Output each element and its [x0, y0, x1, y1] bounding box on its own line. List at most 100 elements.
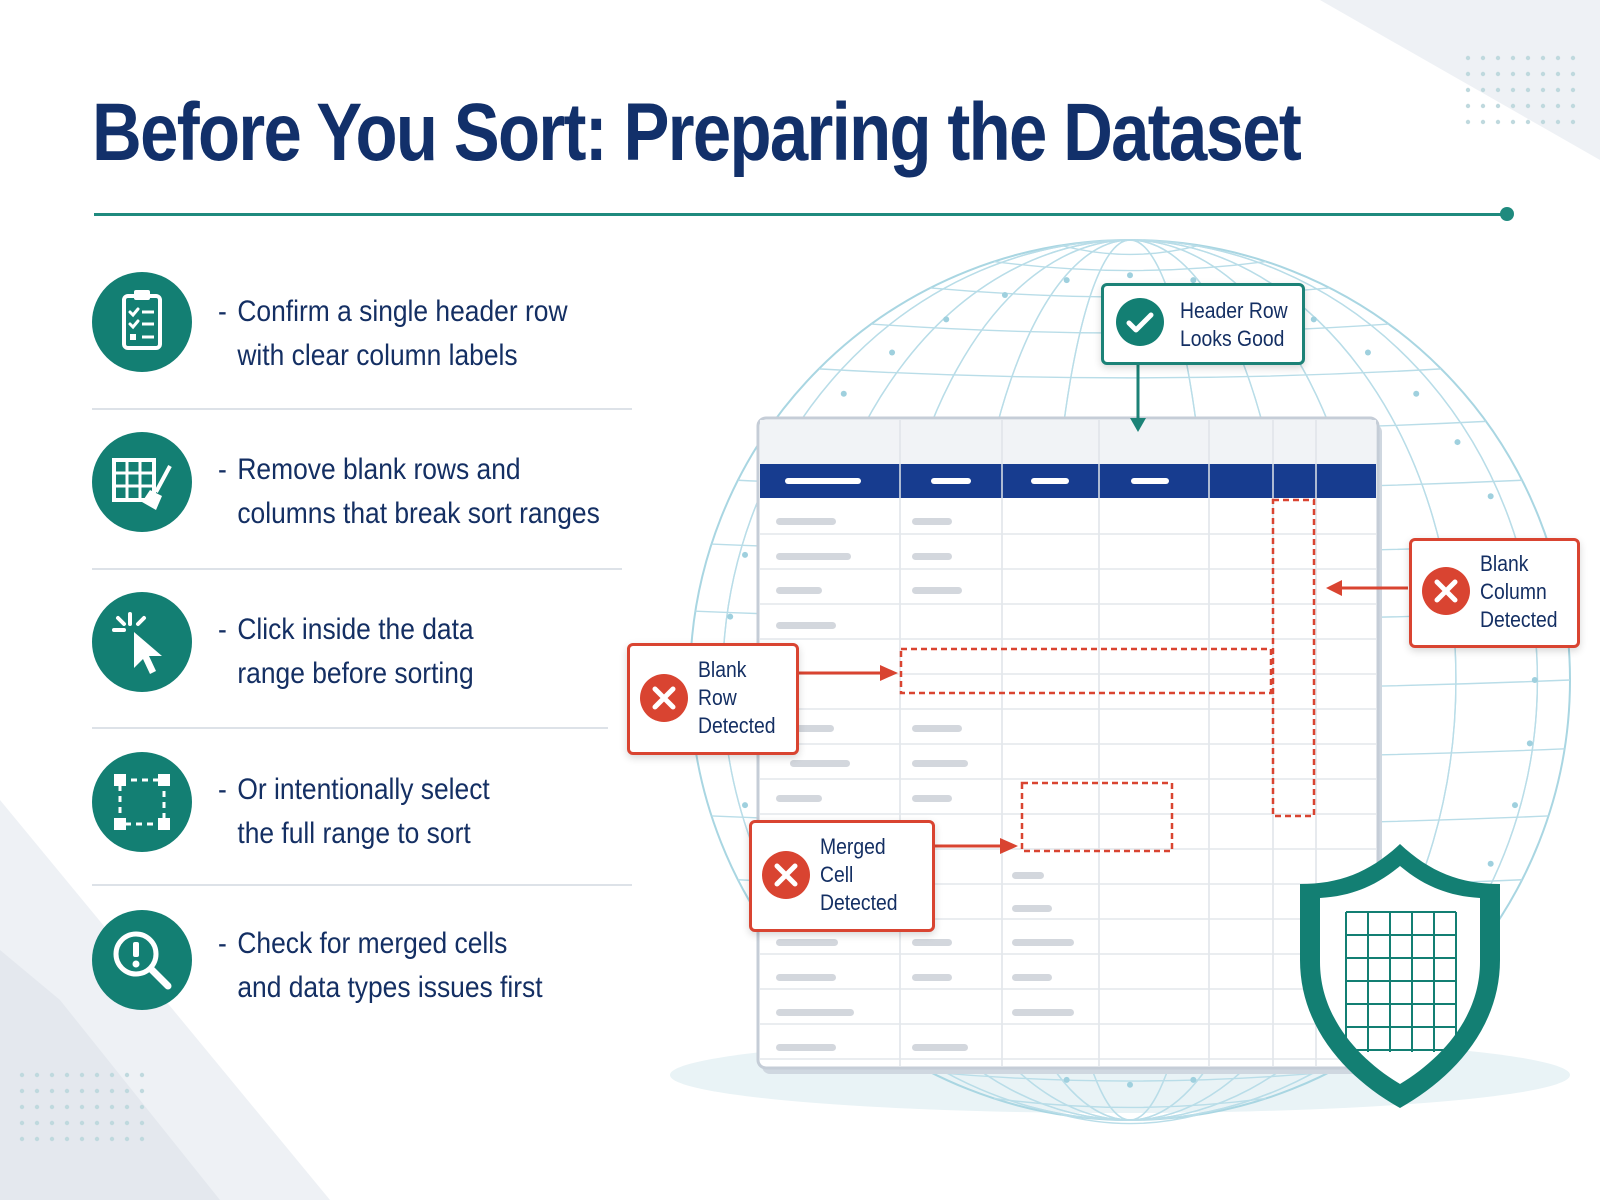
cell-placeholder [912, 760, 968, 767]
dot [49, 1104, 55, 1110]
dot [1510, 87, 1516, 93]
dot [19, 1120, 25, 1126]
dot [64, 1120, 70, 1126]
dot [1495, 103, 1501, 109]
dot [109, 1104, 115, 1110]
dot [1540, 71, 1546, 77]
cell-placeholder [1012, 939, 1074, 946]
step-4-line2: the full range to sort [237, 817, 471, 850]
dot [1525, 103, 1531, 109]
header-label-mark [1031, 478, 1069, 484]
callout-merged-cell: Merged Cell Detected [749, 820, 935, 932]
title-underline [94, 213, 1506, 216]
dot [1495, 119, 1501, 125]
step-divider [92, 727, 608, 729]
dot [64, 1136, 70, 1142]
dot [19, 1104, 25, 1110]
globe-node [727, 613, 734, 620]
header-label-mark [1131, 478, 1169, 484]
step-3-line1: Click inside the data [237, 613, 474, 646]
dot [64, 1088, 70, 1094]
callout-blank-column: Blank Column Detected [1409, 538, 1580, 648]
error-x-icon [762, 851, 810, 899]
corner-shape-top-right [1320, 0, 1600, 160]
dot [1540, 55, 1546, 61]
dot [64, 1072, 70, 1078]
dot [1465, 103, 1471, 109]
dot [1510, 119, 1516, 125]
callout-blank-row-line3: Detected [698, 713, 776, 738]
page-title: Before You Sort: Preparing the Dataset [92, 87, 1302, 178]
dot [1570, 119, 1576, 125]
cell-placeholder [776, 1044, 836, 1051]
dot [1465, 55, 1471, 61]
callout-merged-cell-line3: Detected [820, 890, 898, 915]
cell-placeholder [912, 939, 952, 946]
dot [124, 1104, 130, 1110]
spreadsheet-cell-text [776, 518, 1074, 1051]
callout-blank-column-line1: Blank [1480, 551, 1529, 576]
globe-node [1526, 740, 1533, 747]
dot [1510, 103, 1516, 109]
check-icon [1116, 298, 1164, 346]
step-1-line2: with clear column labels [237, 339, 518, 372]
cell-placeholder [912, 518, 952, 525]
globe-node [1063, 1076, 1070, 1083]
step-divider [92, 408, 632, 410]
dot [109, 1120, 115, 1126]
error-x-icon [1422, 567, 1470, 615]
header-label-mark [785, 478, 861, 484]
step-4-line1: Or intentionally select [237, 773, 490, 806]
step-3-text: -Click inside the data range before sort… [218, 613, 474, 690]
dot [34, 1072, 40, 1078]
cell-placeholder [912, 553, 952, 560]
dot [1540, 119, 1546, 125]
dot [94, 1072, 100, 1078]
dot [1570, 103, 1576, 109]
spreadsheet-top-band [760, 420, 1376, 464]
globe-node [889, 349, 896, 356]
globe-node [1310, 316, 1317, 323]
globe-node [1487, 493, 1494, 500]
dot [139, 1072, 145, 1078]
callout-blank-row: Blank Row Detected [627, 643, 799, 755]
globe-node [1063, 277, 1070, 284]
dot [49, 1120, 55, 1126]
dot [124, 1088, 130, 1094]
callout-blank-column-line2: Column [1480, 579, 1547, 604]
dot [1480, 55, 1486, 61]
globe-node [1531, 677, 1538, 683]
globe-node [1364, 349, 1371, 356]
dot [1465, 71, 1471, 77]
cell-placeholder [790, 725, 834, 732]
dot [1465, 119, 1471, 125]
callout-header-row-line1: Header Row [1180, 298, 1288, 323]
dot [139, 1088, 145, 1094]
dot [49, 1072, 55, 1078]
dot [1555, 71, 1561, 77]
step-1-text: -Confirm a single header row with clear … [218, 290, 588, 378]
dot [1555, 103, 1561, 109]
cell-placeholder [912, 587, 962, 594]
dot [79, 1120, 85, 1126]
globe-node [1001, 292, 1008, 299]
header-label-mark [931, 478, 971, 484]
cell-placeholder [912, 1044, 968, 1051]
dot [49, 1136, 55, 1142]
arrow-head [1326, 580, 1342, 596]
blank-row-highlight [899, 647, 1273, 695]
dot [79, 1104, 85, 1110]
dot [109, 1136, 115, 1142]
dot-pattern-top-right [1465, 55, 1576, 125]
grid-broom-icon [92, 432, 192, 532]
dot [1525, 87, 1531, 93]
error-x-icon [640, 674, 688, 722]
dot [109, 1088, 115, 1094]
dot [1525, 119, 1531, 125]
dot [1480, 119, 1486, 125]
dot [49, 1088, 55, 1094]
dot [1555, 55, 1561, 61]
selection-frame-icon [92, 752, 192, 852]
callout-header-row-line2: Looks Good [1180, 326, 1285, 351]
cell-placeholder [776, 553, 851, 560]
